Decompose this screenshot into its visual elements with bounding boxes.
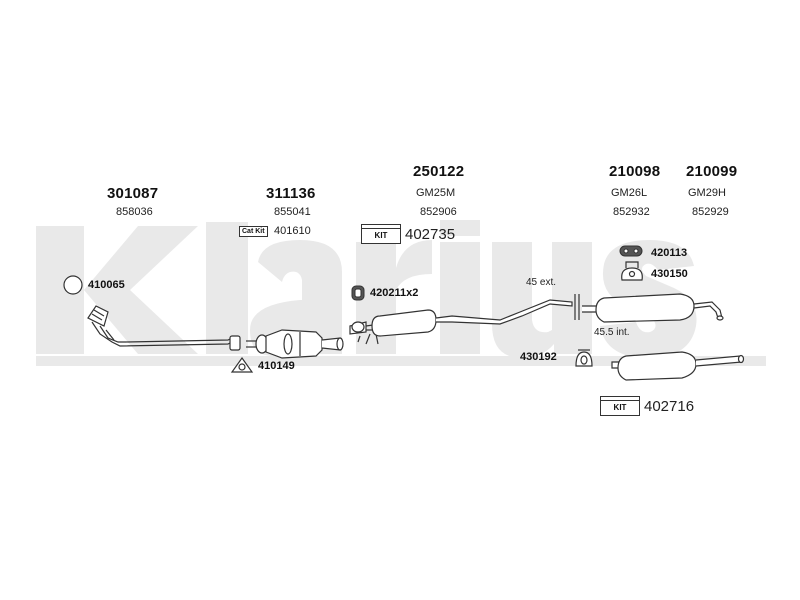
ref-clamp: 430192	[520, 351, 557, 363]
cat-kit-badge: Cat Kit	[239, 226, 268, 237]
ring-gasket-icon	[63, 275, 83, 295]
oe-number-front-pipe: 858036	[116, 206, 153, 218]
kit-badge-rear: KIT	[600, 396, 640, 416]
note-int: 45.5 int.	[594, 327, 630, 338]
rear-silencer-icon	[582, 293, 724, 323]
cut-marker-icon	[574, 294, 580, 320]
rear-mount-icon	[621, 261, 643, 281]
centre-silencer-icon	[349, 299, 573, 345]
cat-kit-number: 401610	[274, 225, 311, 237]
part-number-front-pipe: 301087	[107, 185, 159, 202]
rear-hanger-icon	[619, 245, 643, 257]
front-pipe-icon	[87, 305, 241, 351]
oe-number-rear-2: 852929	[692, 206, 729, 218]
catalytic-converter-icon	[246, 329, 344, 359]
ref-rear-hanger: 420113	[651, 247, 688, 259]
oe-code-rear-1: GM26L	[611, 187, 648, 199]
oe-code-rear-2: GM29H	[688, 187, 726, 199]
gasket-icon	[230, 356, 254, 373]
kit-number-centre: 402735	[405, 226, 456, 243]
note-ext: 45 ext.	[526, 277, 557, 288]
ref-ring-gasket: 410065	[88, 279, 125, 291]
rubber-hanger-icon	[351, 285, 365, 301]
kit-number-rear: 402716	[644, 398, 695, 415]
part-number-centre: 250122	[413, 163, 465, 180]
oe-number-catalyst: 855041	[274, 206, 311, 218]
oe-number-rear-1: 852932	[613, 206, 650, 218]
part-number-catalyst: 311136	[266, 185, 316, 202]
oe-number-centre: 852906	[420, 206, 457, 218]
part-number-rear-2: 210099	[686, 163, 738, 180]
ref-gasket: 410149	[258, 360, 295, 372]
clamp-icon	[575, 349, 593, 367]
ref-rear-mount: 430150	[651, 268, 688, 280]
part-number-rear-1: 210098	[609, 163, 661, 180]
ref-hanger-pair: 420211x2	[370, 287, 419, 299]
rear-silencer-alt-icon	[611, 351, 745, 381]
kit-badge-centre: KIT	[361, 224, 401, 244]
oe-code-centre: GM25M	[416, 187, 456, 199]
